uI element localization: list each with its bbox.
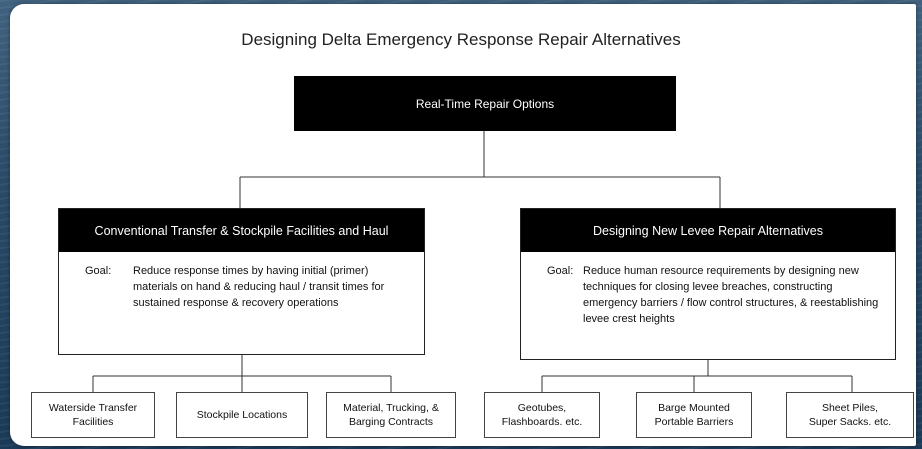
- leaf-geotubes: Geotubes, Flashboards. etc.: [484, 392, 600, 438]
- goal-section: Goal: Reduce response times by having in…: [59, 252, 424, 311]
- goal-text: Reduce response times by having initial …: [133, 265, 385, 309]
- leaf-barge-mounted: Barge Mounted Portable Barriers: [636, 392, 752, 438]
- leaf-sheet-piles: Sheet Piles, Super Sacks. etc.: [786, 392, 914, 438]
- branch-panel-conventional: Conventional Transfer & Stockpile Facili…: [58, 208, 425, 355]
- leaf-material-trucking: Material, Trucking, & Barging Contracts: [326, 392, 456, 438]
- leaf-stockpile-locations: Stockpile Locations: [176, 392, 308, 438]
- diagram-title: Designing Delta Emergency Response Repai…: [241, 30, 681, 49]
- goal-label: Goal:: [85, 265, 112, 277]
- branch-header: Designing New Levee Repair Alternatives: [521, 209, 895, 252]
- branch-header: Conventional Transfer & Stockpile Facili…: [59, 209, 424, 252]
- root-node: Real-Time Repair Options: [294, 76, 676, 131]
- root-node-label: Real-Time Repair Options: [415, 96, 555, 111]
- branch-panel-new-levee: Designing New Levee Repair Alternatives …: [520, 208, 896, 360]
- goal-section: Goal: Reduce human resource requirements…: [521, 252, 895, 327]
- goal-text: Reduce human resource requirements by de…: [583, 265, 879, 325]
- leaf-waterside-transfer: Waterside Transfer Facilities: [31, 392, 155, 438]
- goal-label: Goal:: [547, 265, 574, 277]
